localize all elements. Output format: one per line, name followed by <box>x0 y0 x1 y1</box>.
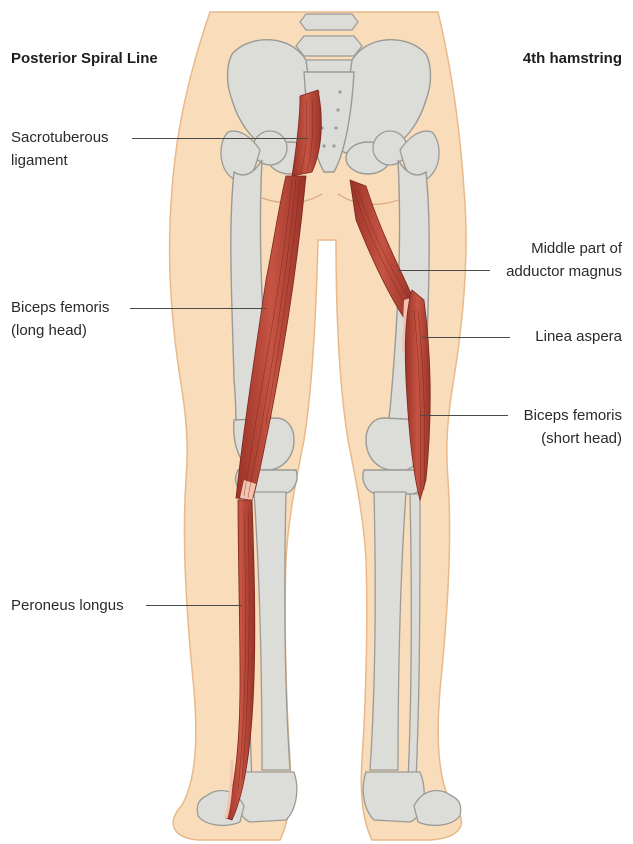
leader-line-adductor <box>398 270 490 271</box>
label-biceps-short-line2: (short head) <box>541 428 622 449</box>
leader-line-linea-aspera <box>422 337 510 338</box>
label-biceps-long-line1: Biceps femoris <box>11 297 109 318</box>
title-posterior-spiral-line: Posterior Spiral Line <box>11 50 158 67</box>
leader-line-biceps-long <box>130 308 266 309</box>
label-biceps-long-line2: (long head) <box>11 320 87 341</box>
leader-line-peroneus <box>146 605 242 606</box>
title-4th-hamstring: 4th hamstring <box>523 50 622 67</box>
label-adductor-line1: Middle part of <box>531 238 622 259</box>
label-biceps-short-line1: Biceps femoris <box>524 405 622 426</box>
label-linea-aspera: Linea aspera <box>535 326 622 347</box>
leader-line-biceps-short <box>420 415 508 416</box>
label-peroneus-longus: Peroneus longus <box>11 595 124 616</box>
leader-line-sacrotuberous <box>132 138 308 139</box>
label-sacrotuberous-line2: ligament <box>11 150 68 171</box>
label-adductor-line2: adductor magnus <box>506 261 622 282</box>
label-sacrotuberous-line1: Sacrotuberous <box>11 127 109 148</box>
lower-leg-bones <box>240 492 420 780</box>
